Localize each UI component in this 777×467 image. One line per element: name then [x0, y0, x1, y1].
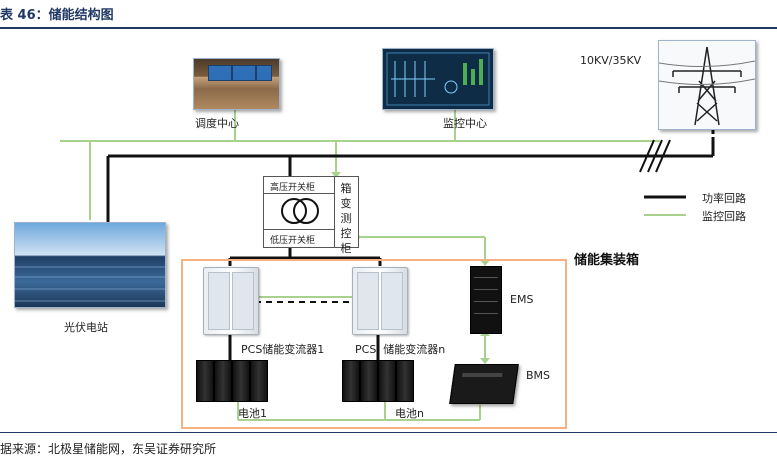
bms-label: BMS	[526, 369, 551, 382]
box-transformer: 高压开关柜 低压开关柜 箱变测控柜	[263, 176, 359, 255]
source-note: 据来源：北极星储能网，东吴证券研究所	[0, 442, 217, 456]
grid-voltage-label: 10KV/35KV	[580, 54, 642, 67]
pcs1-cabinet	[203, 267, 259, 335]
transformer-icon	[281, 198, 319, 224]
batteryn-pack	[342, 360, 414, 402]
display-screen	[232, 65, 256, 81]
cabinet-door	[208, 272, 230, 330]
monitor-lines	[60, 108, 660, 421]
monitoring-center-label: 监控中心	[443, 117, 487, 130]
ems-rack	[470, 266, 502, 334]
lv-switchgear-label: 低压开关柜	[270, 236, 316, 246]
box-transformer-control-label: 箱变测控柜	[340, 182, 352, 255]
battery-cell	[360, 360, 378, 402]
title-rule	[0, 27, 777, 29]
bottom-rule	[0, 432, 777, 433]
divider	[264, 193, 334, 194]
battery-cell	[396, 360, 414, 402]
battery-cell	[250, 360, 268, 402]
dispatch-center-label: 调度中心	[195, 117, 239, 130]
legend-monitor-label: 监控回路	[702, 210, 746, 223]
figure-title: 表 46：储能结构图	[0, 8, 114, 23]
battery-cell	[342, 360, 360, 402]
pv-station-label: 光伏电站	[64, 321, 108, 334]
cabinet-door	[232, 272, 254, 330]
pv-station-image	[14, 222, 166, 308]
display-screen	[208, 65, 232, 81]
monitoring-dashboard-graphic	[386, 52, 490, 106]
grid-tower-image	[658, 40, 756, 130]
break-marks	[639, 139, 671, 173]
battery-cell	[378, 360, 396, 402]
container-outline	[181, 259, 567, 429]
power-lines	[106, 140, 715, 360]
bms-unit	[449, 364, 519, 404]
cabinet-door	[381, 272, 403, 330]
batteryn-label: 电池n	[395, 407, 424, 420]
hv-switchgear-label: 高压开关柜	[270, 183, 316, 193]
pcs1-label: PCS储能变流器1	[241, 343, 325, 356]
battery1-label: 电池1	[238, 407, 267, 420]
pcsn-label: PCS 储能变流器n	[355, 343, 446, 356]
ems-label: EMS	[510, 293, 534, 306]
monitoring-center-image	[382, 48, 494, 110]
battery-cell	[196, 360, 214, 402]
cabinet-door	[357, 272, 379, 330]
legend-power-label: 功率回路	[702, 192, 746, 205]
pcsn-cabinet	[352, 267, 408, 335]
battery-cell	[214, 360, 232, 402]
divider	[334, 177, 335, 247]
battery-cell	[232, 360, 250, 402]
dispatch-center-image	[193, 58, 280, 110]
display-screen	[256, 65, 272, 81]
transmission-tower-icon	[659, 46, 755, 126]
solar-panels-graphic	[15, 266, 165, 302]
battery1-pack	[196, 360, 268, 402]
container-label: 储能集装箱	[574, 253, 640, 268]
divider	[264, 229, 334, 230]
